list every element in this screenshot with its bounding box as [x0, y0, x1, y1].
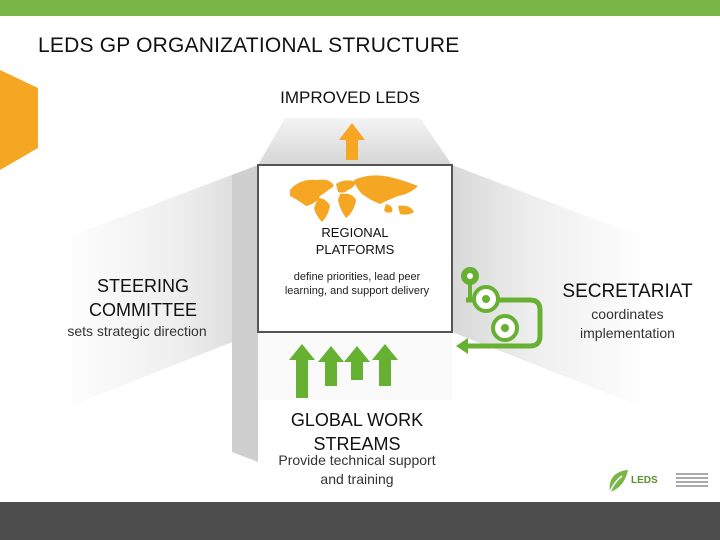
- regional-platforms-label: REGIONAL PLATFORMS: [315, 225, 395, 257]
- global-work-streams-desc: Provide technical support and training: [278, 452, 436, 487]
- secretariat-label: SECRETARIAT: [562, 281, 693, 302]
- regional-platforms-desc: define priorities, lead peer learning, a…: [284, 271, 430, 297]
- right-wall: [452, 165, 650, 410]
- world-map-icon: [290, 175, 418, 222]
- steering-committee-label: STEERING COMMITTEE: [89, 276, 197, 320]
- left-wall: [60, 165, 258, 410]
- leds-logo: LEDS: [606, 468, 708, 496]
- global-work-streams-label: GLOBAL WORK STREAMS: [290, 410, 424, 454]
- secretariat-desc: coordinates implementation: [580, 306, 675, 341]
- steering-committee-desc: sets strategic direction: [67, 323, 207, 339]
- bottom-bar: [0, 502, 720, 540]
- improved-up-arrow: [339, 123, 365, 160]
- top-accent-bar: [0, 0, 720, 16]
- secretariat-gears-icon: [456, 267, 543, 354]
- improved-leds-label: IMPROVED LEDS: [280, 88, 420, 107]
- page-title: LEDS GP ORGANIZATIONAL STRUCTURE: [38, 34, 460, 57]
- left-wall-edge: [232, 165, 258, 462]
- logo-brand-text: LEDS: [631, 475, 658, 486]
- orange-accent-shape: [0, 70, 38, 170]
- leaf-logo-icon: [609, 470, 628, 493]
- logo-tagline-lines: [676, 473, 708, 491]
- global-up-arrows: [289, 344, 398, 398]
